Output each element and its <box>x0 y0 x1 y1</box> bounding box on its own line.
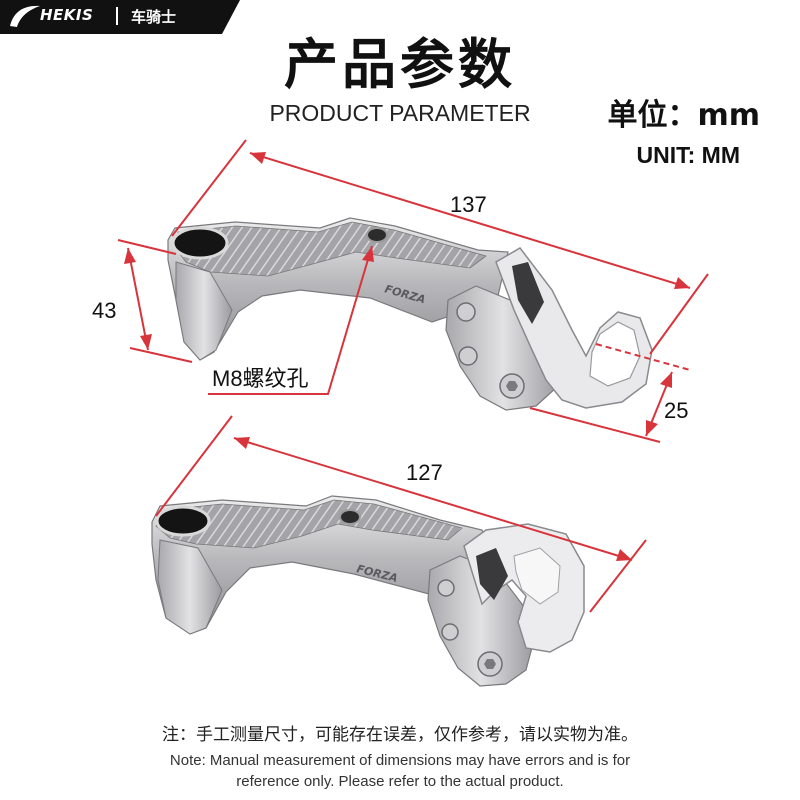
m8-leader-line <box>208 245 373 395</box>
bottom-hook-inner <box>513 547 561 605</box>
m8-leader-arrow <box>362 246 374 262</box>
height-arrow-top <box>124 248 136 264</box>
top-hook-inner <box>589 321 641 387</box>
bottom-hook-shadow <box>476 548 508 600</box>
hook-width-label: 25 <box>664 398 688 423</box>
page-title-chinese: 产品参数 <box>284 33 516 96</box>
page-title-english: PRODUCT PARAMETER <box>269 100 531 126</box>
top-hex-socket <box>506 381 518 391</box>
top-bolt-2 <box>458 346 478 366</box>
bottom-length-ext-left <box>155 415 233 517</box>
top-length-arrow-left <box>250 152 266 164</box>
note-english-line-1: Note: Manual measurement of dimensions m… <box>169 752 631 769</box>
bottom-bracket-leg <box>157 539 223 635</box>
height-label: 43 <box>92 298 116 323</box>
bottom-bracket-top-face <box>155 499 463 549</box>
top-length-dimension-line <box>249 152 691 289</box>
top-hinge-plate <box>445 285 561 411</box>
note-english-line-2: reference only. Please refer to the actu… <box>236 773 564 790</box>
brand-swoosh-icon <box>10 5 40 27</box>
bottom-length-label: 127 <box>406 460 443 485</box>
height-ext-top <box>117 239 177 255</box>
bottom-length-arrow-right <box>616 549 632 561</box>
top-length-label: 137 <box>450 192 487 217</box>
bottom-bracket: FORZA <box>151 495 585 687</box>
top-bracket-leg <box>175 261 233 361</box>
bottom-hex-socket <box>484 659 496 669</box>
height-ext-bottom <box>129 347 193 363</box>
top-bolt-1 <box>456 302 476 322</box>
bottom-mount-hole <box>155 505 211 537</box>
hook-width-arrow-top <box>660 372 672 388</box>
bottom-m8-thread-hole <box>339 509 361 525</box>
top-bracket-top-face <box>171 221 487 277</box>
top-length-ext-left <box>171 139 247 237</box>
top-length-ext-right <box>649 273 709 355</box>
brand-header-bar: HEKIS 车骑士 <box>0 0 800 34</box>
height-dimension-line <box>127 247 149 351</box>
dimension-lines <box>117 139 709 613</box>
unit-label-english: UNIT: MM <box>636 142 740 168</box>
bottom-bolt-1 <box>437 579 455 597</box>
top-bracket: FORZA <box>167 217 653 411</box>
brand-chinese-name: 车骑士 <box>131 8 177 26</box>
unit-label-chinese: 单位：mm <box>607 98 760 133</box>
hole-label: M8螺纹孔 <box>212 366 309 391</box>
top-length-arrow-right <box>674 277 690 289</box>
hook-width-ext-bottom <box>529 407 661 443</box>
brand-divider <box>116 7 118 25</box>
bottom-length-ext-right <box>589 539 647 613</box>
top-m8-thread-hole <box>366 227 388 243</box>
brand-logo-text: HEKIS <box>40 6 94 24</box>
brand-bar-shape <box>0 0 240 34</box>
top-hook-shadow <box>512 262 544 324</box>
height-arrow-bottom <box>140 334 152 350</box>
note-chinese: 注：手工测量尺寸，可能存在误差，仅作参考，请以实物为准。 <box>162 725 638 745</box>
bottom-length-arrow-left <box>234 437 250 449</box>
hook-width-arrow-bottom <box>646 420 658 436</box>
hook-width-dashed-line <box>595 343 691 371</box>
bottom-length-dimension-line <box>233 437 633 561</box>
top-mount-hole <box>171 226 229 260</box>
bottom-bolt-2 <box>441 623 459 641</box>
